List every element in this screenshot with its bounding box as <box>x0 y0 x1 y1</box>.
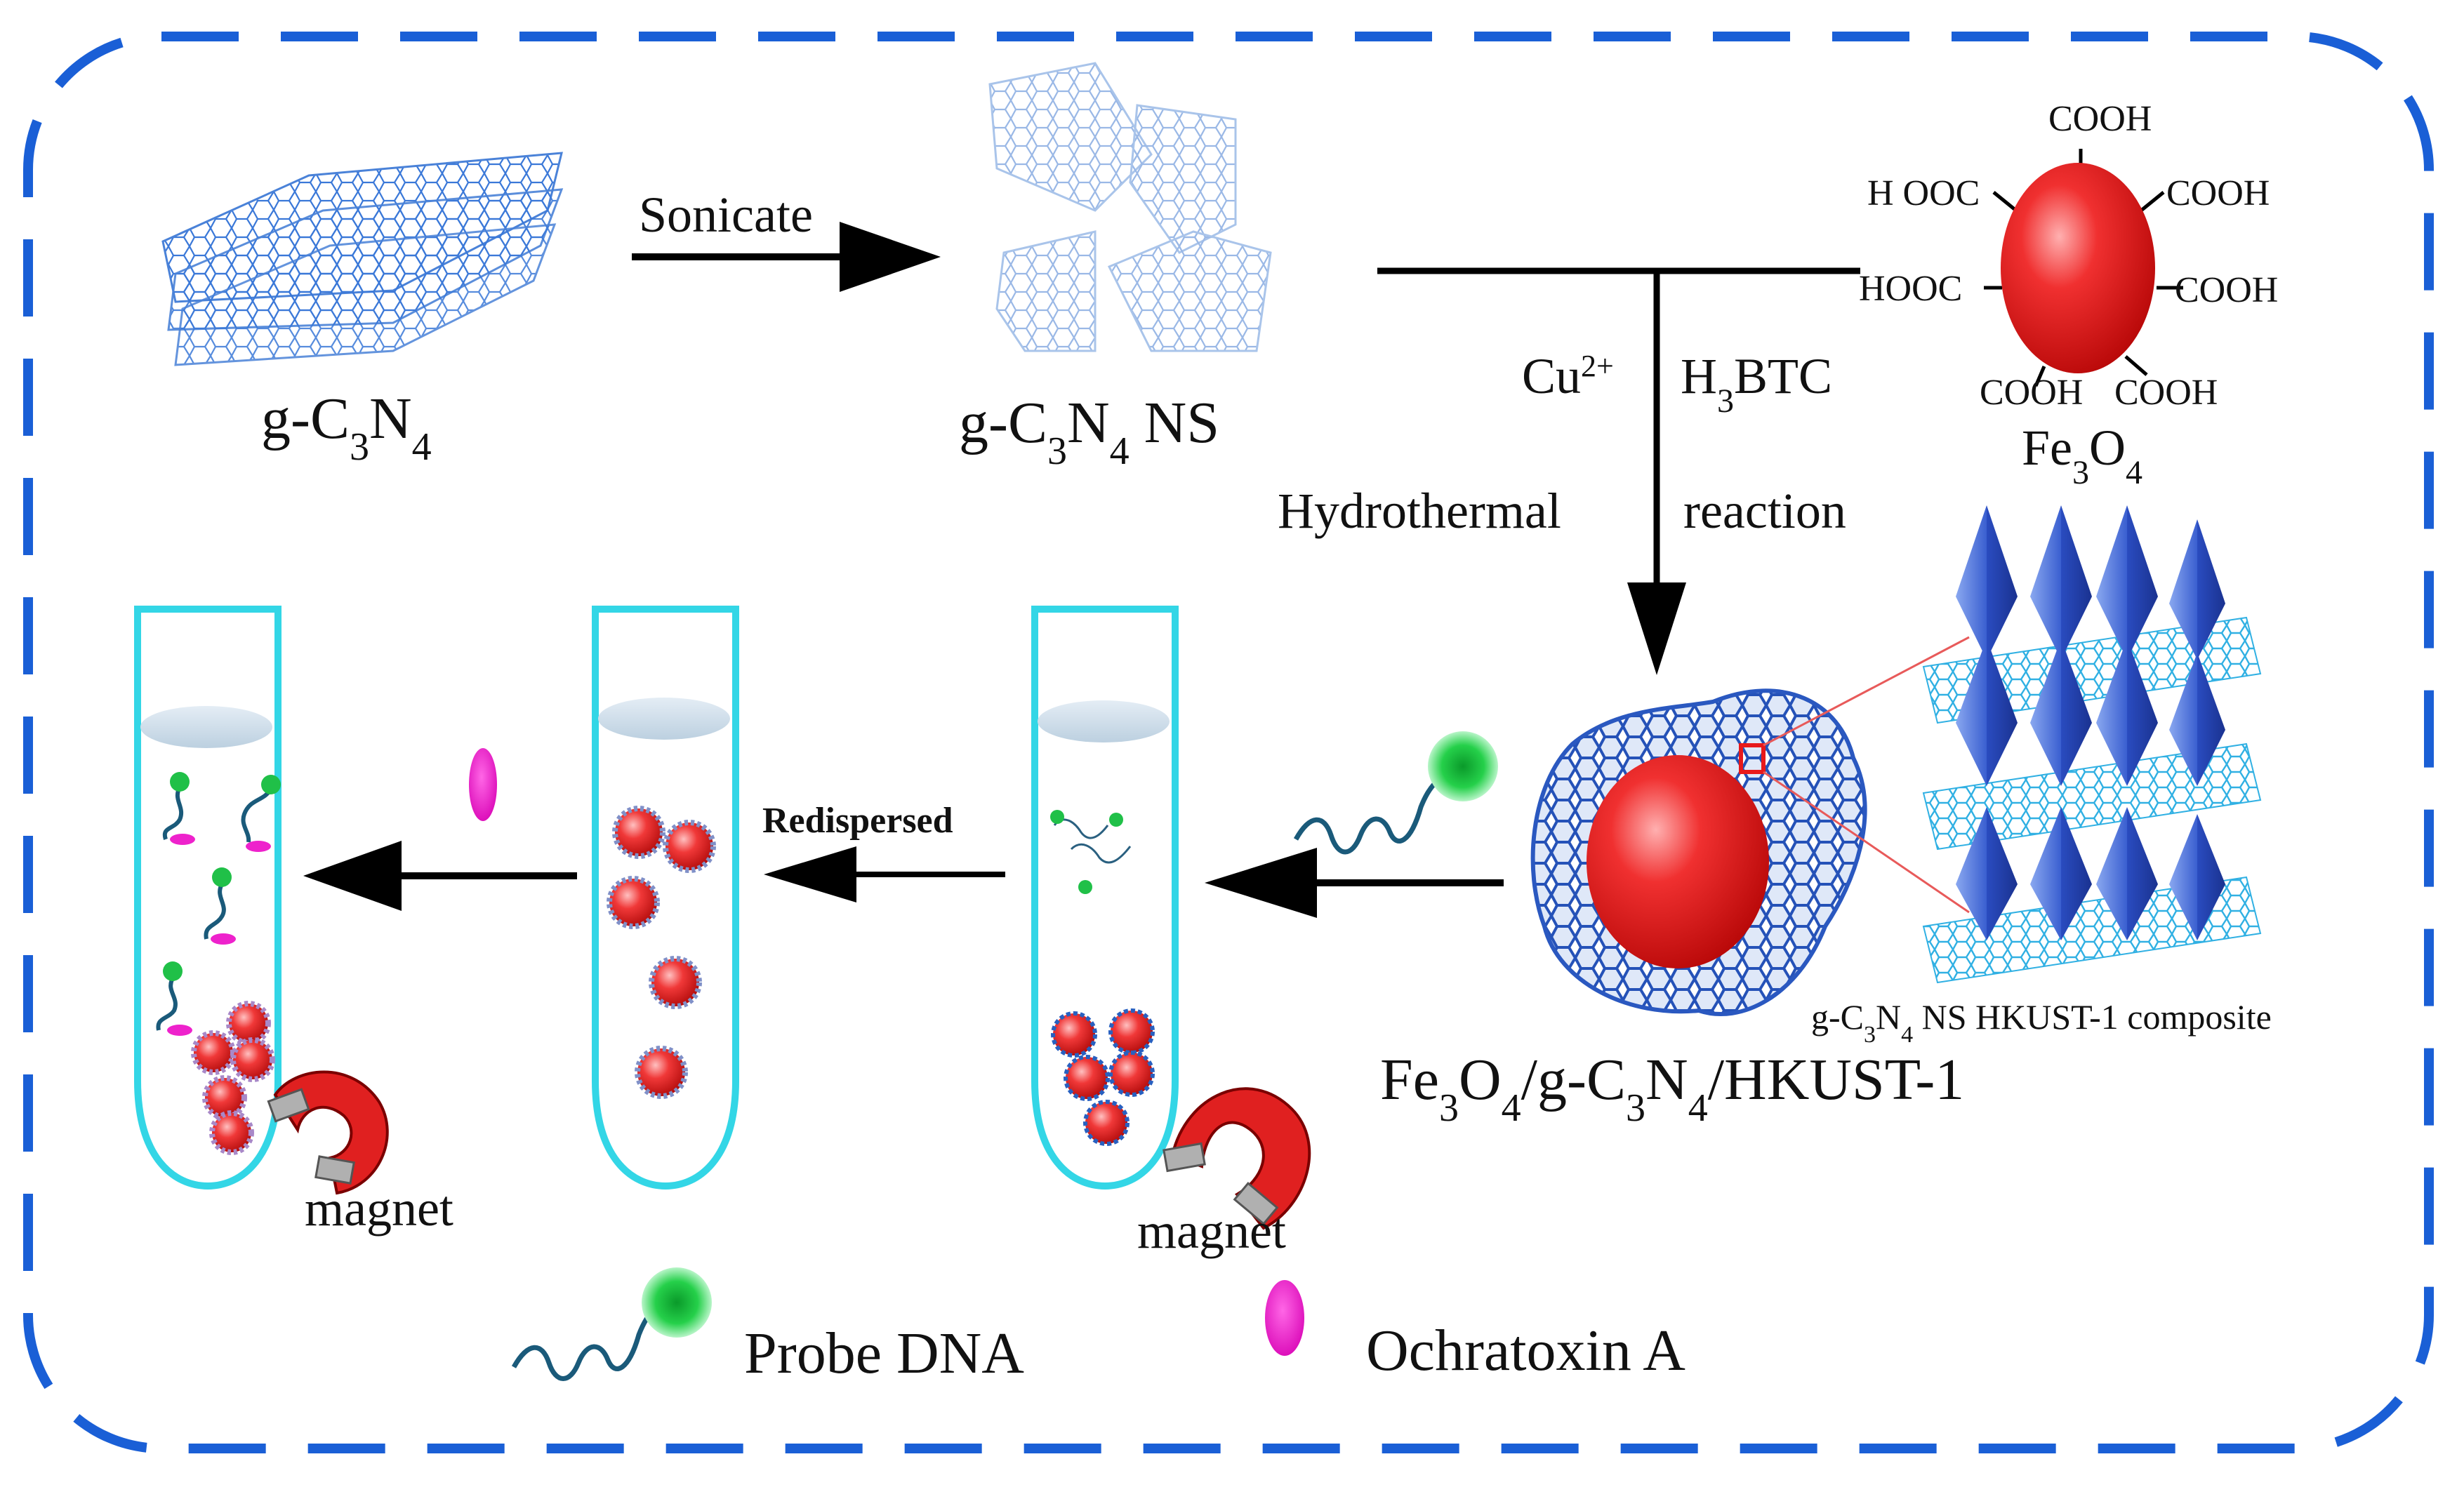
label-magnet-right: magnet <box>1137 1203 1286 1259</box>
label-legend-toxin: Ochratoxin A <box>1366 1318 1685 1383</box>
arrow-composite-to-tube3 <box>1205 848 1504 918</box>
label-hooc-left: HOOC <box>1859 269 1962 309</box>
label-reaction: reaction <box>1683 483 1846 539</box>
label-legend-probe: Probe DNA <box>744 1321 1024 1386</box>
legend-ochratoxin-marker <box>1265 1280 1304 1356</box>
label-sonicate: Sonicate <box>639 187 813 243</box>
label-gc3n4-ns: g-C3N4 NS <box>959 390 1219 473</box>
magnet-left <box>267 1070 389 1195</box>
magnet-right <box>1163 1087 1311 1230</box>
label-product: Fe3O4/g-C3N4/HKUST-1 <box>1380 1047 1964 1130</box>
gc3n4-nanosheets <box>988 62 1272 352</box>
label-cu2plus: Cu2+ <box>1522 348 1614 404</box>
fe3o4-sphere-with-cooh <box>1984 149 2183 387</box>
label-magnet-left: magnet <box>305 1180 453 1237</box>
dashed-border <box>23 32 2434 1453</box>
tube-2 <box>592 606 739 1190</box>
label-cooh-bottom-right: COOH <box>2114 373 2218 413</box>
probe-dna-free <box>1293 731 1498 855</box>
tube-3 <box>1031 606 1179 1190</box>
label-gc3n4: g-C3N4 <box>261 386 432 469</box>
label-hydrothermal: Hydrothermal <box>1278 483 1561 539</box>
label-redispersed: Redispersed <box>762 801 953 841</box>
merge-lines <box>1377 267 1860 675</box>
label-cooh-top: COOH <box>2048 99 2152 139</box>
tube-1 <box>134 606 281 1190</box>
label-fe3o4: Fe3O4 <box>2022 420 2142 491</box>
sonicate-arrow <box>632 222 941 292</box>
label-composite: g-C3N4 NS HKUST-1 composite <box>1811 997 2272 1048</box>
label-cooh-right-top: COOH <box>2166 173 2270 213</box>
bulk-gc3n4-sheets <box>161 152 564 366</box>
arrow-to-tube1 <box>303 841 577 911</box>
hkust-crystal-stacks <box>1922 505 2262 984</box>
ochratoxin-free <box>469 748 497 821</box>
arrow-redispersed <box>764 846 1005 902</box>
label-hooc-left-top: H OOC <box>1867 173 1980 213</box>
label-h3btc: H3BTC <box>1681 348 1832 420</box>
composite-particle <box>1530 636 1970 1016</box>
label-cooh-bottom-left: COOH <box>1980 373 2083 413</box>
label-cooh-right: COOH <box>2175 270 2278 310</box>
legend-probe-dna <box>511 1267 712 1381</box>
